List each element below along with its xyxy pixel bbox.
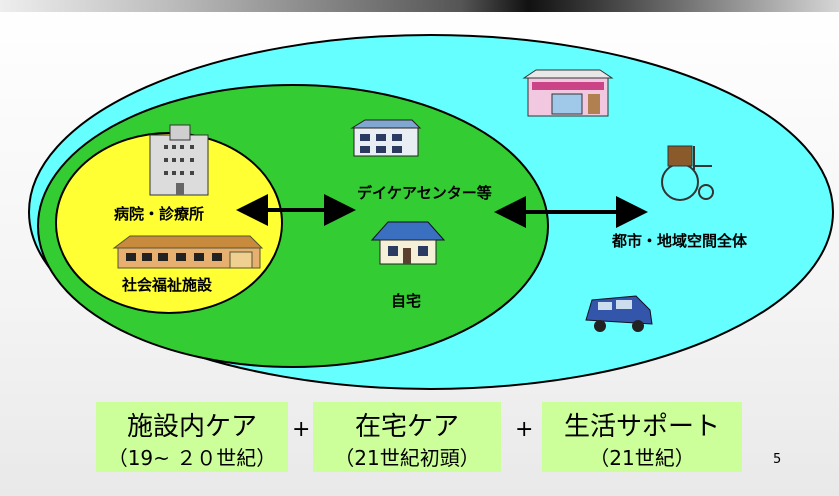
daycare-building-icon xyxy=(350,119,422,157)
city-label: 都市・地域空間全体 xyxy=(612,232,748,250)
house-icon xyxy=(370,221,446,265)
life-support-box: 生活サポート （21世紀） xyxy=(542,402,742,472)
plus-sign: + xyxy=(292,417,311,442)
daycare-label: デイケアセンター等 xyxy=(357,184,492,202)
facility-care-title: 施設内ケア xyxy=(126,412,257,442)
facility-care-box: 施設内ケア （19~ ２０世紀） xyxy=(96,402,288,472)
hospital-building-icon xyxy=(149,124,209,196)
home-care-box: 在宅ケア （21世紀初頭） xyxy=(313,402,501,472)
home-label: 自宅 xyxy=(391,292,422,310)
home-care-title: 在宅ケア xyxy=(354,412,459,442)
home-care-era: （21世紀初頭） xyxy=(334,446,480,470)
facility-care-era: （19~ ２０世紀） xyxy=(107,446,277,470)
welfare-facility-icon xyxy=(112,235,264,269)
wheelchair-icon xyxy=(661,145,714,201)
life-support-title: 生活サポート xyxy=(563,412,720,442)
car-icon xyxy=(585,295,653,332)
plus-sign: + xyxy=(515,417,534,442)
shop-icon xyxy=(522,69,614,117)
page-number: 5 xyxy=(773,452,782,467)
header-bar xyxy=(0,0,839,12)
life-support-era: （21世紀） xyxy=(589,446,695,470)
hospital-label: 病院・診療所 xyxy=(114,205,205,223)
welfare-facility-label: 社会福祉施設 xyxy=(122,276,213,294)
